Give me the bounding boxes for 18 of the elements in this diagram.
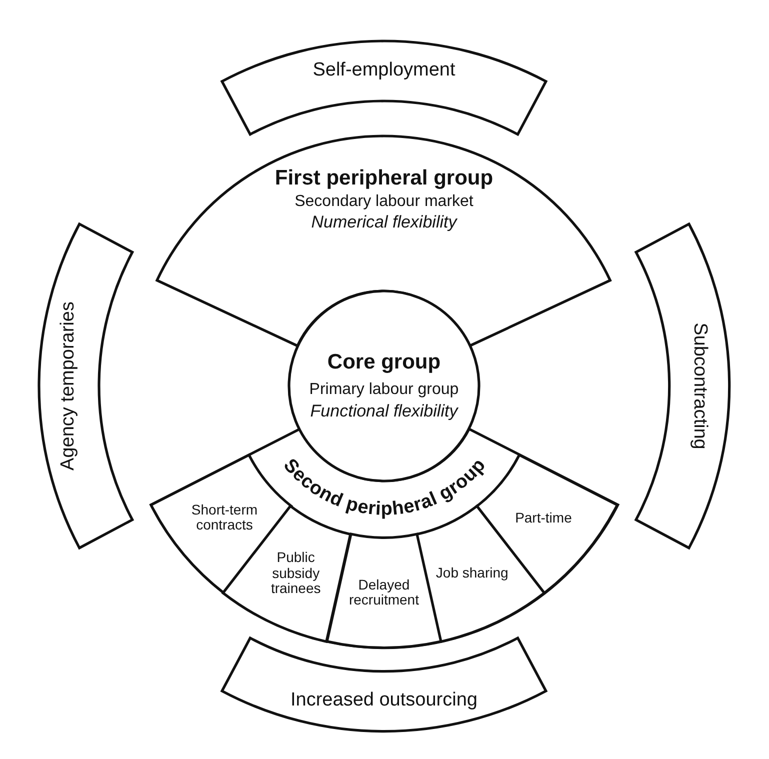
heading-text: First peripheral group [274,166,494,190]
label-text: Short-term contracts [190,502,259,534]
label-text: Primary labour group [309,381,459,399]
label-text: Self-employment [312,60,456,82]
label-text: Public subsidy trainees [270,550,322,596]
label-text: Numerical flexibility [311,214,457,232]
label-text: Agency temporaries [58,302,80,470]
arc-band [220,39,548,136]
arc-band [634,222,731,550]
label-text: Increased outsourcing [290,690,478,712]
arc-band [37,222,134,550]
label-text: Subcontracting [688,322,710,450]
label-text: Part-time [514,510,573,526]
label-text: Delayed recruitment [348,578,420,608]
heading-text: Core group [327,350,441,374]
label-text: Secondary labour market [294,193,474,211]
label-text: Functional flexibility [310,402,458,422]
label-text: Job sharing [434,566,510,581]
